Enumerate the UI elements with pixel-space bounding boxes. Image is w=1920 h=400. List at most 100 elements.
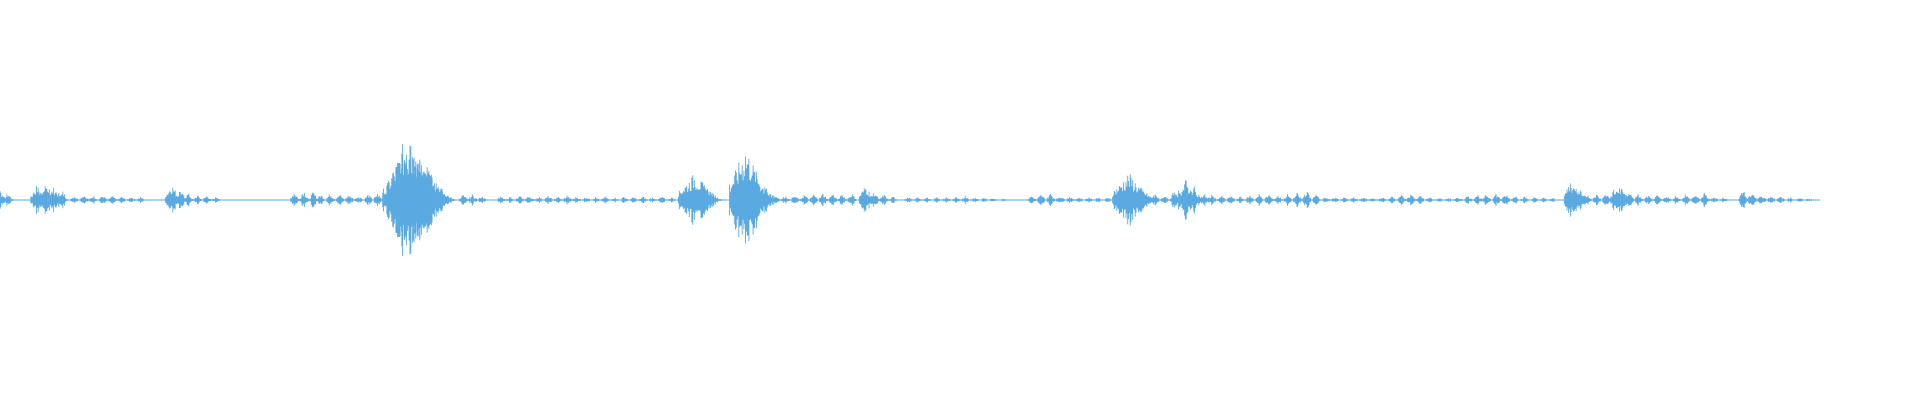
waveform-burst — [1340, 197, 1351, 203]
waveform-burst — [591, 197, 602, 203]
waveform-burst — [961, 195, 972, 205]
waveform-burst — [923, 197, 934, 203]
waveform-burst — [335, 195, 346, 205]
waveform-burst — [1748, 195, 1759, 205]
waveform-burst — [932, 197, 944, 203]
waveform-burst — [316, 195, 327, 205]
waveform-burst — [1293, 193, 1304, 207]
waveform-burst — [1283, 194, 1294, 206]
waveform-burst — [1530, 197, 1541, 203]
waveform-burst — [1207, 194, 1218, 206]
waveform-burst — [184, 193, 195, 207]
waveform-burst — [496, 196, 508, 204]
waveform-burst — [4, 194, 15, 206]
waveform-burst — [572, 197, 583, 203]
waveform-burst — [117, 196, 128, 204]
waveform-burst — [534, 197, 545, 203]
waveform-burst — [809, 195, 820, 205]
waveform-burst — [1094, 197, 1105, 203]
waveform-burst — [432, 188, 451, 212]
waveform-burst — [1255, 194, 1266, 206]
waveform-burst — [1583, 195, 1594, 205]
waveform-burst — [515, 196, 526, 204]
waveform-burst — [1416, 196, 1427, 204]
waveform-burst — [1710, 197, 1721, 203]
waveform-burst — [889, 196, 900, 204]
waveform-burst — [790, 196, 801, 204]
waveform-burst — [1539, 197, 1550, 203]
waveform-burst — [345, 195, 356, 205]
waveform-burst — [610, 197, 621, 203]
waveform-burst — [1738, 192, 1749, 208]
waveform-burst — [1321, 197, 1332, 203]
waveform-burst — [999, 198, 1010, 202]
waveform-burst — [1549, 198, 1560, 202]
waveform-burst — [1236, 196, 1247, 204]
waveform-burst — [1137, 191, 1148, 209]
waveform-burst — [904, 197, 915, 203]
waveform-burst — [1805, 198, 1816, 202]
waveform-burst — [1160, 196, 1171, 204]
waveform-burst — [1795, 198, 1806, 202]
waveform-burst — [563, 195, 574, 205]
waveform-burst — [819, 193, 830, 207]
waveform-burst — [771, 197, 782, 203]
waveform-burst — [1454, 198, 1465, 202]
waveform-burst — [1065, 197, 1076, 203]
waveform-burst — [1662, 197, 1673, 203]
waveform-burst — [1767, 196, 1778, 204]
waveform-burst — [1397, 195, 1408, 205]
waveform-burst — [648, 197, 659, 203]
waveform-burst — [1634, 194, 1645, 206]
waveform-burst — [838, 195, 849, 205]
waveform-burst — [951, 197, 963, 203]
waveform-burst — [629, 197, 640, 203]
waveform-burst — [79, 196, 90, 204]
waveform-burst — [290, 194, 301, 206]
waveform-burst — [1643, 196, 1654, 204]
waveform-burst — [1217, 195, 1228, 205]
waveform-burst — [1350, 197, 1361, 203]
waveform-burst — [1444, 198, 1455, 202]
waveform-burst — [544, 195, 555, 205]
waveform-burst — [98, 196, 109, 204]
waveform-burst — [1592, 194, 1603, 206]
waveform-burst — [970, 198, 981, 202]
waveform-burst — [1151, 194, 1162, 206]
waveform-burst — [1776, 197, 1787, 203]
waveform-burst — [1700, 193, 1711, 207]
waveform-burst — [127, 197, 138, 203]
waveform-burst — [1056, 197, 1067, 203]
waveform-burst — [1435, 198, 1446, 202]
waveform-burst — [914, 197, 925, 203]
waveform-burst — [477, 197, 489, 203]
waveform-burst — [299, 192, 310, 208]
waveform-burst — [1264, 195, 1275, 205]
waveform-burst — [1406, 195, 1418, 205]
waveform-burst — [59, 191, 70, 209]
waveform-burst — [658, 197, 669, 203]
waveform-burst — [212, 197, 223, 203]
waveform-burst — [1653, 195, 1664, 205]
waveform-burst — [942, 197, 953, 203]
waveform-burst — [1075, 197, 1086, 203]
waveform-burst — [1757, 196, 1768, 204]
waveform-burst — [1691, 196, 1702, 204]
waveform-burst — [326, 194, 337, 206]
waveform-burst — [1027, 196, 1038, 204]
waveform-burst — [620, 197, 631, 203]
waveform-burst — [879, 195, 890, 205]
waveform-burst — [193, 195, 204, 205]
waveform-burst — [1672, 196, 1683, 204]
waveform-burst — [1425, 197, 1436, 203]
waveform-burst — [781, 196, 792, 204]
waveform-burst — [468, 194, 479, 206]
waveform-burst — [203, 196, 214, 204]
waveform-burst — [89, 196, 100, 204]
waveform-burst — [699, 188, 718, 212]
waveform-burst — [582, 198, 593, 202]
waveform-burst — [1624, 194, 1636, 206]
waveform-burst — [364, 194, 375, 206]
